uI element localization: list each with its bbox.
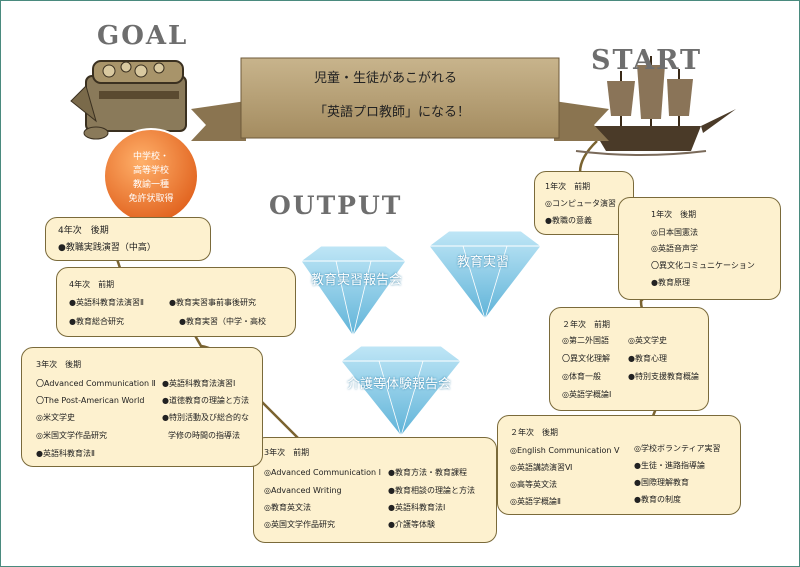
course-item: ◎体育一般 [562,372,601,381]
box-title: 4年次 後期 [58,226,109,236]
gem-left-label: 教育実習報告会 [311,273,403,288]
course-item: ◎学校ボランティア実習 [634,444,721,453]
year2-first-box: ２年次 前期 ◎第二外国語 〇異文化理解 ◎体育一般 ◎英語学概論Ⅰ ◎英文学史… [549,307,709,411]
gem-right-label: 教育実習 [457,255,510,270]
box-title: 1年次 前期 [545,182,591,191]
course-item: ◎米文学史 [36,413,75,422]
year4-first-box: 4年次 前期 ●英語科教育法演習Ⅱ ●教育総合研究 ●教育実習事前事後研究 ●教… [56,267,296,337]
course-item: ●国際理解教育 [634,478,689,487]
gem-left-icon [300,245,407,337]
course-item: ●英語科教育法Ⅰ [388,503,446,512]
course-item: ◎コンピュータ演習 [545,199,616,208]
course-item: ◎英文学史 [628,336,667,345]
course-item: ●教育心理 [628,354,667,363]
course-item: ●教育相談の理論と方法 [388,486,475,495]
year1-first-box: 1年次 前期 ◎コンピュータ演習 ●教職の意義 [534,171,634,235]
course-item: 学修の時間の指導法 [168,431,240,440]
course-item: ●英語科教育法演習Ⅰ [162,379,236,388]
course-item: ●特別活動及び総合的な [162,413,249,422]
license-line: 教諭一種 [132,180,169,190]
course-item: ◎第二外国語 [562,336,609,345]
course-item: 〇異文化理解 [562,354,610,363]
course-item: ◎高等英文法 [510,480,557,489]
year3-second-box: 3年次 後期 〇Advanced Communication Ⅱ 〇The Po… [21,347,263,467]
course-item: ●教育実習（中学・高校 [179,317,266,326]
start-label: START [591,45,703,76]
gem-bottom-icon [340,345,462,437]
course-item: ●特別支援教育概論 [628,372,699,381]
banner-line-1: 児童・生徒があこがれる [314,71,458,86]
box-title: 3年次 前期 [264,448,310,457]
gem-bottom-label: 介護等体験報告会 [347,377,452,392]
course-item: ◎English Communication Ⅴ [510,446,620,455]
banner-line-2: 「英語プロ教師」になる！ [314,105,471,120]
year3-first-box: 3年次 前期 ◎Advanced Communication Ⅰ ◎Advanc… [253,437,497,543]
course-item: ●教育総合研究 [69,317,124,326]
course-item: ●介護等体験 [388,520,435,529]
license-line: 免許状取得 [128,194,174,204]
course-item: ◎日本国憲法 [651,228,698,237]
course-item: ●英語科教育法Ⅱ [36,449,95,458]
license-circle [103,128,199,224]
course-item: ●教育原理 [651,278,690,287]
gem-right-icon [428,230,542,320]
license-line: 高等学校 [132,166,169,176]
course-item: ●教育の制度 [634,495,681,504]
course-item: ◎英語講読演習Ⅵ [510,463,573,472]
output-label: OUTPUT [269,191,403,220]
title-banner-ribbon [191,57,609,141]
course-item: ◎教育英文法 [264,503,311,512]
course-item: ●教育実習事前事後研究 [169,298,256,307]
course-item: ◎英語音声学 [651,244,698,253]
box-title: ２年次 後期 [510,428,558,437]
course-item: ◎Advanced Writing [264,486,342,495]
year1-second-box: 1年次 後期 ◎日本国憲法 ◎英語音声学 〇異文化コミュニケーション ●教育原理 [618,197,781,300]
course-item: 〇The Post-American World [36,396,145,405]
box-title: 1年次 後期 [651,210,697,219]
box-title: 3年次 後期 [36,360,82,369]
course-item: ●英語科教育法演習Ⅱ [69,298,144,307]
box-title: 4年次 前期 [69,280,115,289]
sailing-ship-icon [575,56,736,156]
year4-second-box: 4年次 後期 ●教職実践演習（中高） [45,217,211,261]
course-item: ◎米国文学作品研究 [36,431,107,440]
course-item: ●道徳教育の理論と方法 [162,396,249,405]
course-item: ●生徒・進路指導論 [634,461,705,470]
year2-second-box: ２年次 後期 ◎English Communication Ⅴ ◎英語講読演習Ⅵ… [497,415,741,515]
box-title: ２年次 前期 [562,320,610,329]
license-line: 中学校・ [132,152,169,162]
treasure-chest-icon [70,60,187,140]
goal-label: GOAL [97,21,189,51]
course-item: ◎Advanced Communication Ⅰ [264,468,381,477]
course-item: ◎英語学概論Ⅰ [562,390,612,399]
course-item: ●教職の意義 [545,216,592,225]
course-item: 〇異文化コミュニケーション [651,261,755,270]
course-item: ●教職実践演習（中高） [58,243,156,253]
course-item: ◎英語学概論Ⅱ [510,497,561,506]
course-item: 〇Advanced Communication Ⅱ [36,379,156,388]
course-item: ●教育方法・教育課程 [388,468,467,477]
course-item: ◎英国文学作品研究 [264,520,335,529]
